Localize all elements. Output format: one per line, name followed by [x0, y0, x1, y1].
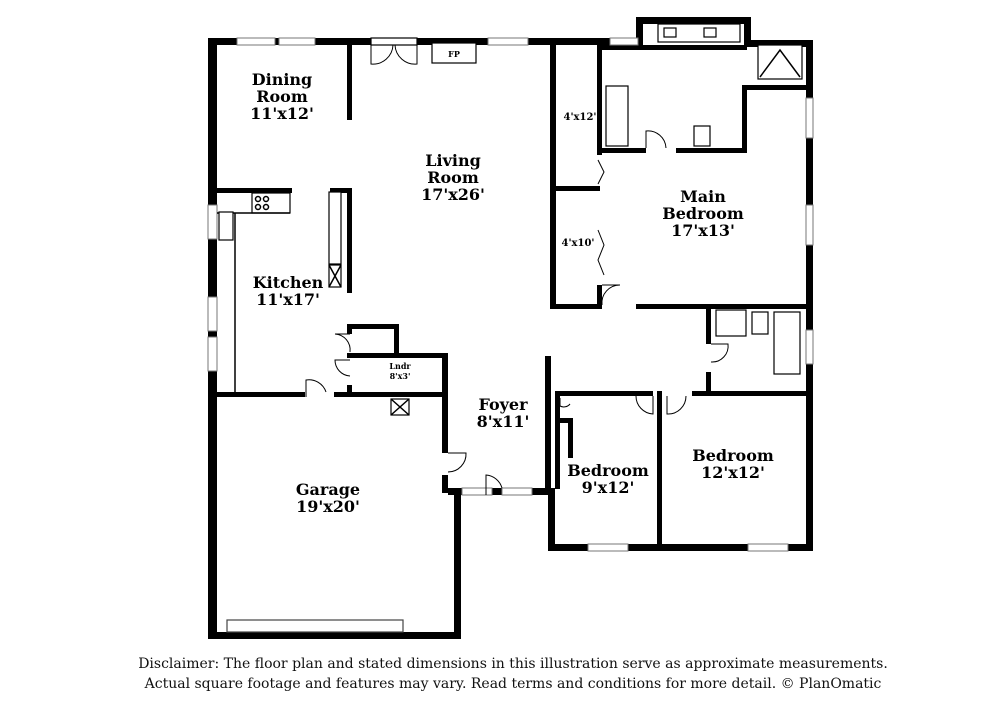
laundry-name: Lndr — [389, 361, 411, 371]
dining-room-size: 11'x12' — [250, 104, 314, 123]
kitchen-size: 11'x17' — [256, 290, 320, 309]
garage-name: Garage — [296, 480, 360, 499]
dining-room-name-line2: Room — [256, 87, 308, 106]
closet-lower-size: 4'x10' — [562, 238, 595, 249]
main-bedroom-name-line2: Bedroom — [662, 204, 744, 223]
disclaimer-line1: Disclaimer: The floor plan and stated di… — [138, 656, 888, 672]
main-bedroom-name-line1: Main — [680, 187, 726, 206]
living-room-name-line1: Living — [425, 151, 481, 170]
interior-walls — [217, 45, 808, 544]
bedroom-small-name: Bedroom — [567, 461, 649, 480]
windows — [207, 37, 814, 633]
fixtures — [217, 23, 803, 416]
room-labels: Dining Room 11'x12' Living Room 17'x26' … — [250, 49, 774, 516]
closet-upper-size: 4'x12' — [564, 112, 597, 123]
foyer-name: Foyer — [478, 395, 528, 414]
doors — [305, 37, 729, 495]
dining-room-name-line1: Dining — [252, 70, 312, 89]
kitchen-name: Kitchen — [253, 273, 324, 292]
bedroom-large-name: Bedroom — [692, 446, 774, 465]
foyer-size: 8'x11' — [477, 412, 530, 431]
bedroom-small-size: 9'x12' — [582, 478, 635, 497]
garage-size: 19'x20' — [296, 497, 360, 516]
disclaimer: Disclaimer: The floor plan and stated di… — [0, 654, 1000, 694]
living-room-size: 17'x26' — [421, 185, 485, 204]
fireplace-label: FP — [448, 49, 460, 59]
laundry-size: 8'x3' — [390, 371, 411, 381]
disclaimer-line2: Actual square footage and features may v… — [144, 676, 882, 692]
living-room-name-line2: Room — [427, 168, 479, 187]
main-bedroom-size: 17'x13' — [671, 221, 735, 240]
bedroom-large-size: 12'x12' — [701, 463, 765, 482]
